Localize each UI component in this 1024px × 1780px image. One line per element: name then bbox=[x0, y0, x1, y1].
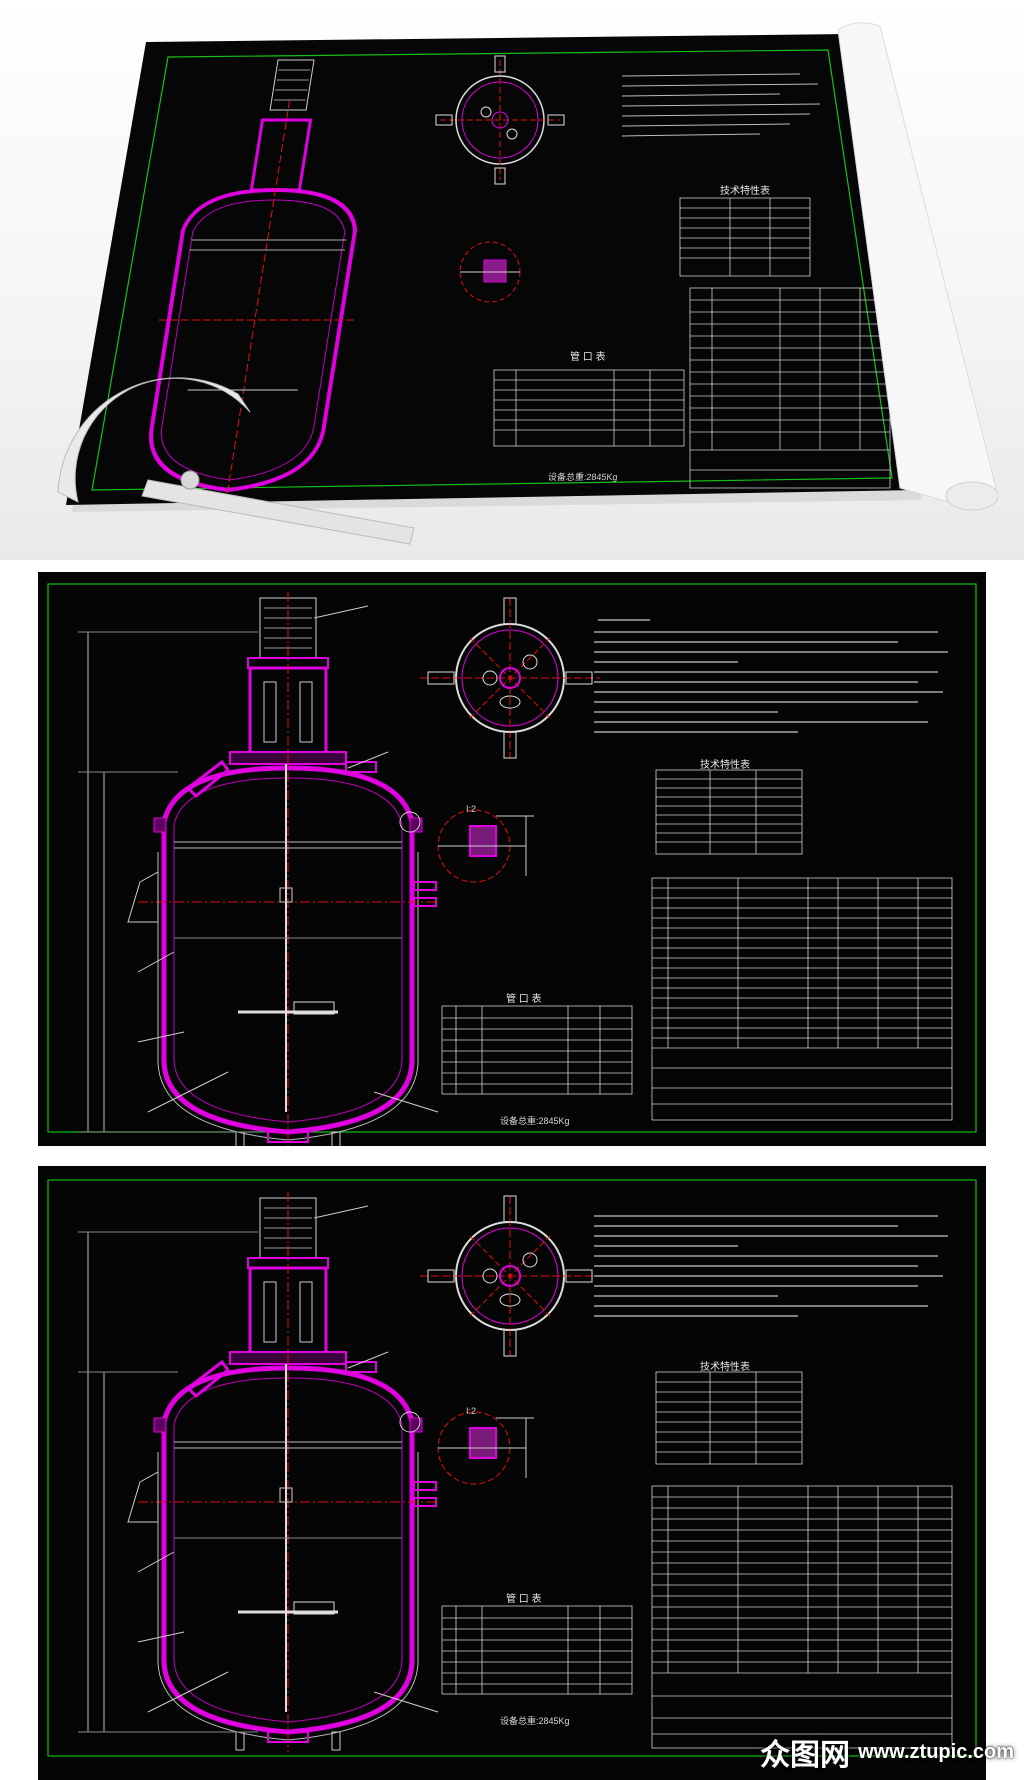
protractor-ruler bbox=[57, 377, 415, 545]
nozzle-table-perspective bbox=[493, 369, 685, 447]
rolled-drawing-svg bbox=[57, 22, 999, 545]
weight-caption: 设备总重:2845Kg bbox=[500, 1116, 570, 1126]
nozzle-table bbox=[441, 1605, 633, 1695]
drawing-sheet: 管 口 表 技术特性表 I:2 设备总重:2845Kg bbox=[38, 572, 986, 1146]
preview-flat-section-2: 管 口 表 技术特性表 I:2 设备总重:2845Kg 众图网 www.ztup… bbox=[0, 1166, 1024, 1780]
nozzle-table-title: 管 口 表 bbox=[506, 994, 542, 1005]
tech-table-title: 技术特性表 bbox=[720, 186, 770, 197]
preview-flat-section-1: 管 口 表 技术特性表 I:2 设备总重:2845Kg bbox=[0, 572, 1024, 1152]
top-view-plan bbox=[420, 597, 600, 759]
tech-table-perspective bbox=[679, 197, 811, 277]
watermark-url: www.ztupic.com bbox=[858, 1740, 1014, 1763]
top-view-perspective bbox=[435, 55, 565, 185]
preview-perspective-section: 设备总重:2845Kg 管 口 表 技术特性表 bbox=[0, 0, 1024, 560]
tech-characteristics-table bbox=[655, 1371, 803, 1465]
tech-table-title: 技术特性表 bbox=[700, 1362, 750, 1373]
reactor-vessel-elevation bbox=[78, 1192, 439, 1752]
technical-requirements-notes bbox=[594, 1215, 948, 1317]
nozzle-table-title: 管 口 表 bbox=[570, 352, 606, 363]
detail-label: I:2 bbox=[466, 804, 477, 814]
watermark: 众图网 www.ztupic.com bbox=[760, 1730, 1014, 1774]
tech-table-title: 技术特性表 bbox=[700, 760, 750, 771]
nozzle-table bbox=[441, 1005, 633, 1095]
watermark-logo: 众图网 bbox=[760, 1739, 851, 1772]
cad-drawing-svg bbox=[47, 583, 977, 1146]
detail-view-perspective bbox=[459, 241, 521, 303]
cad-drawing-svg bbox=[47, 1179, 977, 1757]
green-border-frame bbox=[91, 49, 893, 491]
weight-caption: 设备总重:2845Kg bbox=[547, 472, 619, 482]
detail-view-i bbox=[437, 1411, 534, 1485]
tech-requirements-perspective bbox=[621, 73, 821, 137]
green-border-frame bbox=[47, 1179, 977, 1757]
weight-caption: 设备总重:2845Kg bbox=[500, 1716, 570, 1726]
detail-label: I:2 bbox=[466, 1406, 477, 1416]
tech-characteristics-table bbox=[655, 769, 803, 855]
reactor-vessel-elevation bbox=[78, 592, 439, 1146]
reactor-vessel-perspective bbox=[149, 59, 358, 500]
nozzle-table-title: 管 口 表 bbox=[506, 1594, 542, 1605]
top-view-plan bbox=[420, 1195, 600, 1357]
green-border-frame bbox=[47, 583, 977, 1133]
detail-view-i bbox=[437, 809, 534, 883]
parts-list-table bbox=[651, 877, 953, 1121]
parts-list-table bbox=[651, 1485, 953, 1749]
drawing-sheet: 管 口 表 技术特性表 I:2 设备总重:2845Kg bbox=[38, 1166, 986, 1780]
technical-requirements-notes bbox=[594, 619, 948, 733]
